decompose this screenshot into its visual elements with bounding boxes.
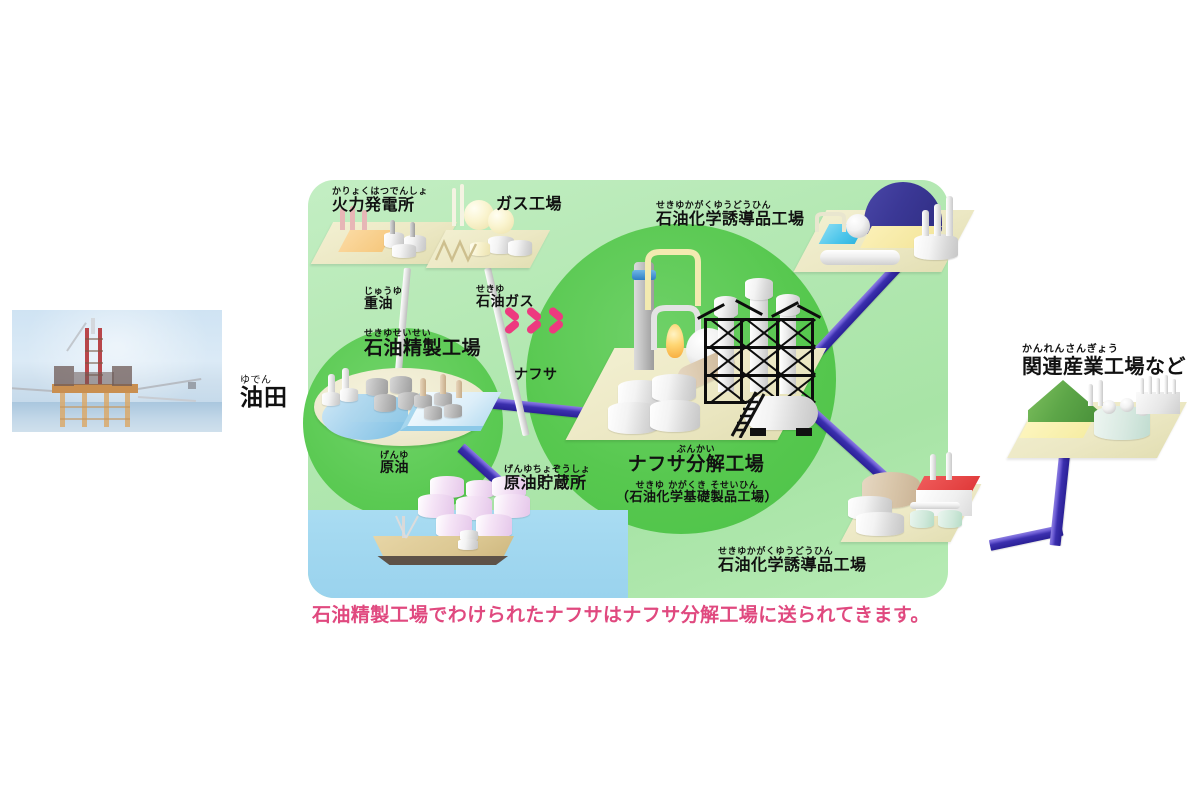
- label-heavy-oil: じゅうゆ 重油: [364, 287, 403, 313]
- label-gas-plant: ガス工場: [496, 194, 563, 213]
- cracker-yellow-pipe-icon: [645, 249, 701, 310]
- cracker-ladder-icon: [730, 391, 766, 438]
- oilfield-caption: ゆでん 油田: [240, 376, 330, 410]
- petrochem-top-gantry-icon: [815, 212, 846, 232]
- petroleum-gas-ruby: せきゆ: [476, 285, 505, 295]
- petroleum-gas-label: 石油ガス: [476, 294, 534, 311]
- cracker-structures: [590, 240, 822, 450]
- power-plant-plot: [310, 206, 458, 264]
- label-crude-storage: げんゆちょぞうしょ 原油貯蔵所: [504, 465, 591, 493]
- crude-oil-label: 原油: [380, 460, 409, 477]
- label-naphtha: ナフサ: [514, 367, 558, 383]
- refinery-ruby: せきゆせいせい: [364, 329, 432, 339]
- gas-plant-label: ガス工場: [496, 194, 563, 213]
- label-crude-oil: げんゆ 原油: [380, 451, 409, 477]
- crude-storage-label: 原油貯蔵所: [504, 473, 587, 493]
- heavy-oil-ruby: じゅうゆ: [364, 287, 403, 297]
- petrochem-top-label: 石油化学誘導品工場: [656, 209, 805, 229]
- gas-plant-conveyor-icon: [434, 239, 478, 263]
- heavy-oil-label: 重油: [364, 296, 393, 313]
- cracker-sub-ruby: せきゆ かがくき そせいひん: [635, 481, 759, 491]
- label-petrochem-top: せきゆかがくゆうどうひん 石油化学誘導品工場: [656, 201, 805, 229]
- tanker-ship: [364, 515, 514, 570]
- label-petroleum-gas: せきゆ 石油ガス: [476, 285, 534, 311]
- cracker-ruby: ぶんかい: [676, 445, 716, 455]
- label-related-industry: かんれんさんぎょう 関連産業工場など: [1022, 344, 1186, 378]
- cracker-label: ナフサ分解工場: [627, 453, 765, 476]
- cracker-flare: [666, 324, 684, 358]
- crude-storage-ruby: げんゆちょぞうしょ: [504, 465, 591, 475]
- refinery-plot: [314, 368, 502, 446]
- naphtha-label: ナフサ: [514, 367, 558, 383]
- cracker-sub-label: （石油化学基礎製品工場）: [615, 490, 778, 506]
- oilfield-label: 油田: [240, 385, 288, 411]
- petrochem-bottom-ruby: せきゆかがくゆうどうひん: [718, 547, 834, 557]
- cracker-grey-pipe-icon: [651, 305, 701, 350]
- flow-chevrons: [503, 305, 590, 345]
- label-refinery: せきゆせいせい 石油精製工場: [364, 329, 482, 360]
- ship-derrick-icon: [395, 515, 419, 539]
- related-industry-structures: [1018, 375, 1188, 464]
- related-industry-label: 関連産業工場など: [1022, 353, 1186, 378]
- crude-oil-ruby: げんゆ: [380, 451, 409, 461]
- refinery-label: 石油精製工場: [364, 337, 482, 360]
- gas-plant-plot: [425, 184, 551, 268]
- oilfield-ruby: ゆでん: [240, 375, 272, 386]
- diagram-board: かりょくはつでんしょ 火力発電所 じゅうゆ 重油 ガス工場 せきゆ 石油ガス: [303, 180, 982, 598]
- oilfield-block: ゆでん 油田: [12, 310, 287, 432]
- label-power-plant: かりょくはつでんしょ 火力発電所: [332, 187, 429, 215]
- power-plant-ruby: かりょくはつでんしょ: [332, 187, 429, 197]
- related-industry-ruby: かんれんさんぎょう: [1022, 344, 1119, 355]
- diagram-caption: 石油精製工場でわけられたナフサはナフサ分解工場に送られてきます。: [312, 604, 930, 626]
- petrochem-bottom-label: 石油化学誘導品工場: [718, 555, 867, 575]
- oilfield-photo: [12, 310, 222, 432]
- label-cracker-sub: せきゆ かがくき そせいひん （石油化学基礎製品工場）: [596, 481, 798, 506]
- label-petrochem-bottom: せきゆかがくゆうどうひん 石油化学誘導品工場: [718, 547, 867, 575]
- petrochem-bottom-structures: [844, 452, 984, 550]
- petrochem-top-ruby: せきゆかがくゆうどうひん: [656, 201, 772, 211]
- label-cracker: ぶんかい ナフサ分解工場: [606, 445, 786, 476]
- petrochem-top-plot: [793, 182, 975, 272]
- power-plant-label: 火力発電所: [332, 195, 415, 215]
